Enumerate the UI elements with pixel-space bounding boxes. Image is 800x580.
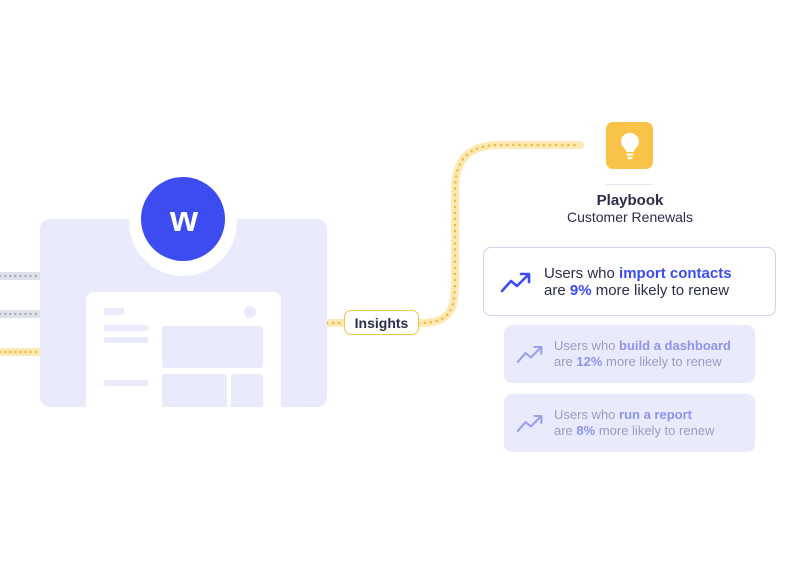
output-line — [323, 141, 584, 327]
placeholder-block — [162, 326, 263, 368]
placeholder-bar — [104, 308, 124, 315]
placeholder-avatar — [244, 306, 256, 318]
insight-suffix: more likely to renew — [602, 354, 722, 369]
playbook-title: Playbook — [596, 192, 664, 209]
placeholder-bar — [104, 337, 148, 343]
playbook-divider — [606, 184, 653, 185]
insight-text: Users who build a dashboard are 12% more… — [554, 338, 731, 370]
insight-prefix: Users who — [554, 338, 620, 353]
insight-action: run a report — [619, 407, 692, 422]
insight-percent: 8% — [576, 423, 596, 438]
insight-text: Users who import contacts are 9% more li… — [544, 265, 732, 299]
playbook-subtitle: Customer Renewals — [566, 209, 694, 225]
insight-card: Users who import contacts are 9% more li… — [483, 247, 776, 316]
app-content-card — [86, 292, 281, 407]
brand-logo: w — [141, 177, 225, 261]
placeholder-block — [231, 374, 263, 407]
insight-prefix: Users who — [554, 407, 620, 422]
insight-are: are — [544, 281, 570, 299]
insights-label-text: Insights — [354, 314, 409, 331]
insight-prefix: Users who — [544, 264, 620, 282]
brand-logo-letter: w — [169, 198, 198, 239]
insight-percent: 9% — [569, 281, 592, 299]
placeholder-bar — [104, 325, 148, 331]
lightbulb-icon — [620, 132, 639, 159]
insight-card: Users who build a dashboard are 12% more… — [504, 325, 755, 383]
insight-text: Users who run a report are 8% more likel… — [554, 407, 714, 439]
insight-action: import contacts — [619, 264, 732, 282]
insight-are: are — [554, 423, 577, 438]
insight-action: build a dashboard — [619, 338, 731, 353]
placeholder-block — [162, 374, 227, 407]
trend-up-icon — [516, 345, 543, 363]
placeholder-bar — [104, 380, 148, 386]
insights-label: Insights — [344, 310, 419, 335]
insight-card: Users who run a report are 8% more likel… — [504, 394, 755, 452]
insight-percent: 12% — [576, 354, 603, 369]
playbook-icon-tile — [606, 122, 653, 169]
insight-are: are — [554, 354, 577, 369]
insight-suffix: more likely to renew — [595, 423, 715, 438]
trend-up-icon — [500, 272, 531, 292]
insight-suffix: more likely to renew — [591, 281, 730, 299]
trend-up-icon — [516, 414, 543, 432]
